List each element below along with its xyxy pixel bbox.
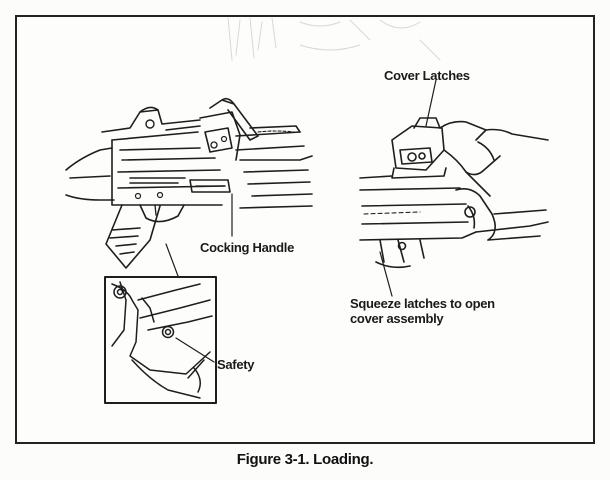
squeeze-latches-label: Squeeze latches to open cover assembly — [350, 296, 495, 326]
squeeze-label-line-2: cover assembly — [350, 311, 444, 326]
safety-label: Safety — [217, 357, 255, 372]
bleed-through-marks — [227, 17, 441, 61]
figure-caption: Figure 3-1. Loading. — [236, 451, 374, 468]
squeeze-label-line-1: Squeeze latches to open — [350, 296, 495, 311]
cocking-handle-label: Cocking Handle — [200, 240, 295, 255]
weapon-receiver-drawing — [65, 97, 313, 277]
cover-latch-drawing — [359, 79, 549, 297]
safety-detail-inset — [104, 276, 217, 404]
cover-latches-label: Cover Latches — [384, 68, 470, 83]
